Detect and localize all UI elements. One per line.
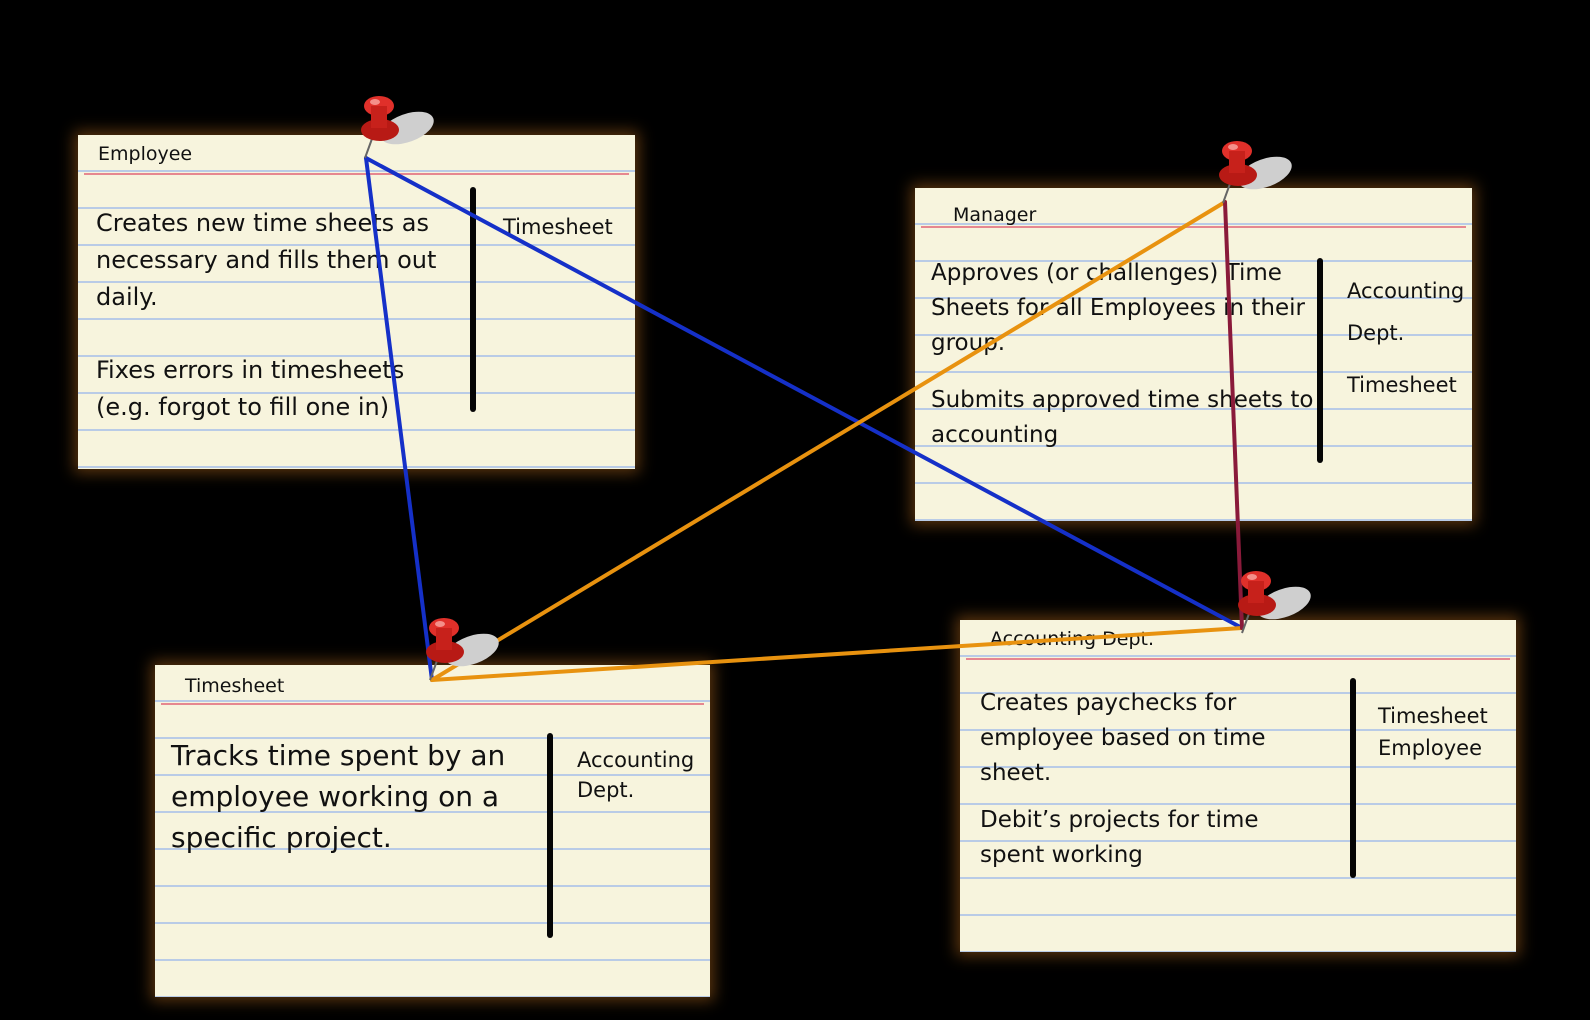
crc-card-manager[interactable]: Manager Approves (or challenges) Time Sh… <box>915 188 1472 521</box>
card-title: Timesheet <box>185 675 285 697</box>
push-pin-icon <box>361 96 434 159</box>
column-divider <box>470 187 476 412</box>
title-rule <box>161 703 704 705</box>
column-divider <box>1317 258 1323 463</box>
string-manager-timesheet <box>430 200 1227 682</box>
collaborators: Accounting Dept. Timesheet <box>1347 270 1467 406</box>
push-pin-icon <box>426 618 499 681</box>
title-rule <box>966 658 1510 660</box>
column-divider <box>1350 678 1356 878</box>
push-pin-icon <box>1238 571 1311 634</box>
collaborators: Timesheet Employee <box>1378 700 1488 764</box>
collaborator-item: Timesheet <box>503 215 613 239</box>
collaborator-item: Timesheet <box>1378 704 1488 728</box>
responsibilities: Creates paychecks for employee based on … <box>980 686 1330 873</box>
card-title: Manager <box>953 204 1037 226</box>
string-timesheet-accounting <box>430 626 1244 682</box>
title-rule <box>84 173 629 175</box>
collaborator-item: Employee <box>1378 736 1483 760</box>
collaborator-item: Timesheet <box>1347 373 1457 397</box>
card-title: Employee <box>98 143 193 165</box>
responsibility-item: Creates paychecks for employee based on … <box>980 690 1266 786</box>
collaborators: Timesheet <box>503 215 613 239</box>
crc-card-employee[interactable]: Employee Creates new time sheets as nece… <box>78 135 635 469</box>
responsibility-item: Approves (or challenges) Time Sheets for… <box>931 260 1305 356</box>
responsibilities: Approves (or challenges) Time Sheets for… <box>931 256 1316 453</box>
responsibility-item: Submits approved time sheets to accounti… <box>931 387 1314 448</box>
push-pin-icon <box>1219 141 1292 204</box>
string-manager-accounting <box>1223 200 1244 630</box>
title-rule <box>921 226 1466 228</box>
crc-card-accounting-dept[interactable]: Accounting Dept. Creates paychecks for e… <box>960 620 1516 952</box>
responsibilities: Tracks time spent by an employee working… <box>171 735 516 858</box>
string-employee-accounting <box>364 156 1244 630</box>
column-divider <box>547 733 553 938</box>
responsibility-item: Fixes errors in timesheets (e.g. forgot … <box>96 356 405 421</box>
string-employee-timesheet <box>364 156 434 682</box>
collaborator-item: Accounting Dept. <box>1347 279 1465 345</box>
collaborator-item: Accounting Dept. <box>577 748 695 802</box>
responsibility-item: Debit’s projects for time spent working <box>980 807 1259 868</box>
collaborators: Accounting Dept. <box>577 745 702 805</box>
crc-card-timesheet[interactable]: Timesheet Tracks time spent by an employ… <box>155 665 710 997</box>
responsibility-item: Tracks time spent by an employee working… <box>171 739 506 854</box>
